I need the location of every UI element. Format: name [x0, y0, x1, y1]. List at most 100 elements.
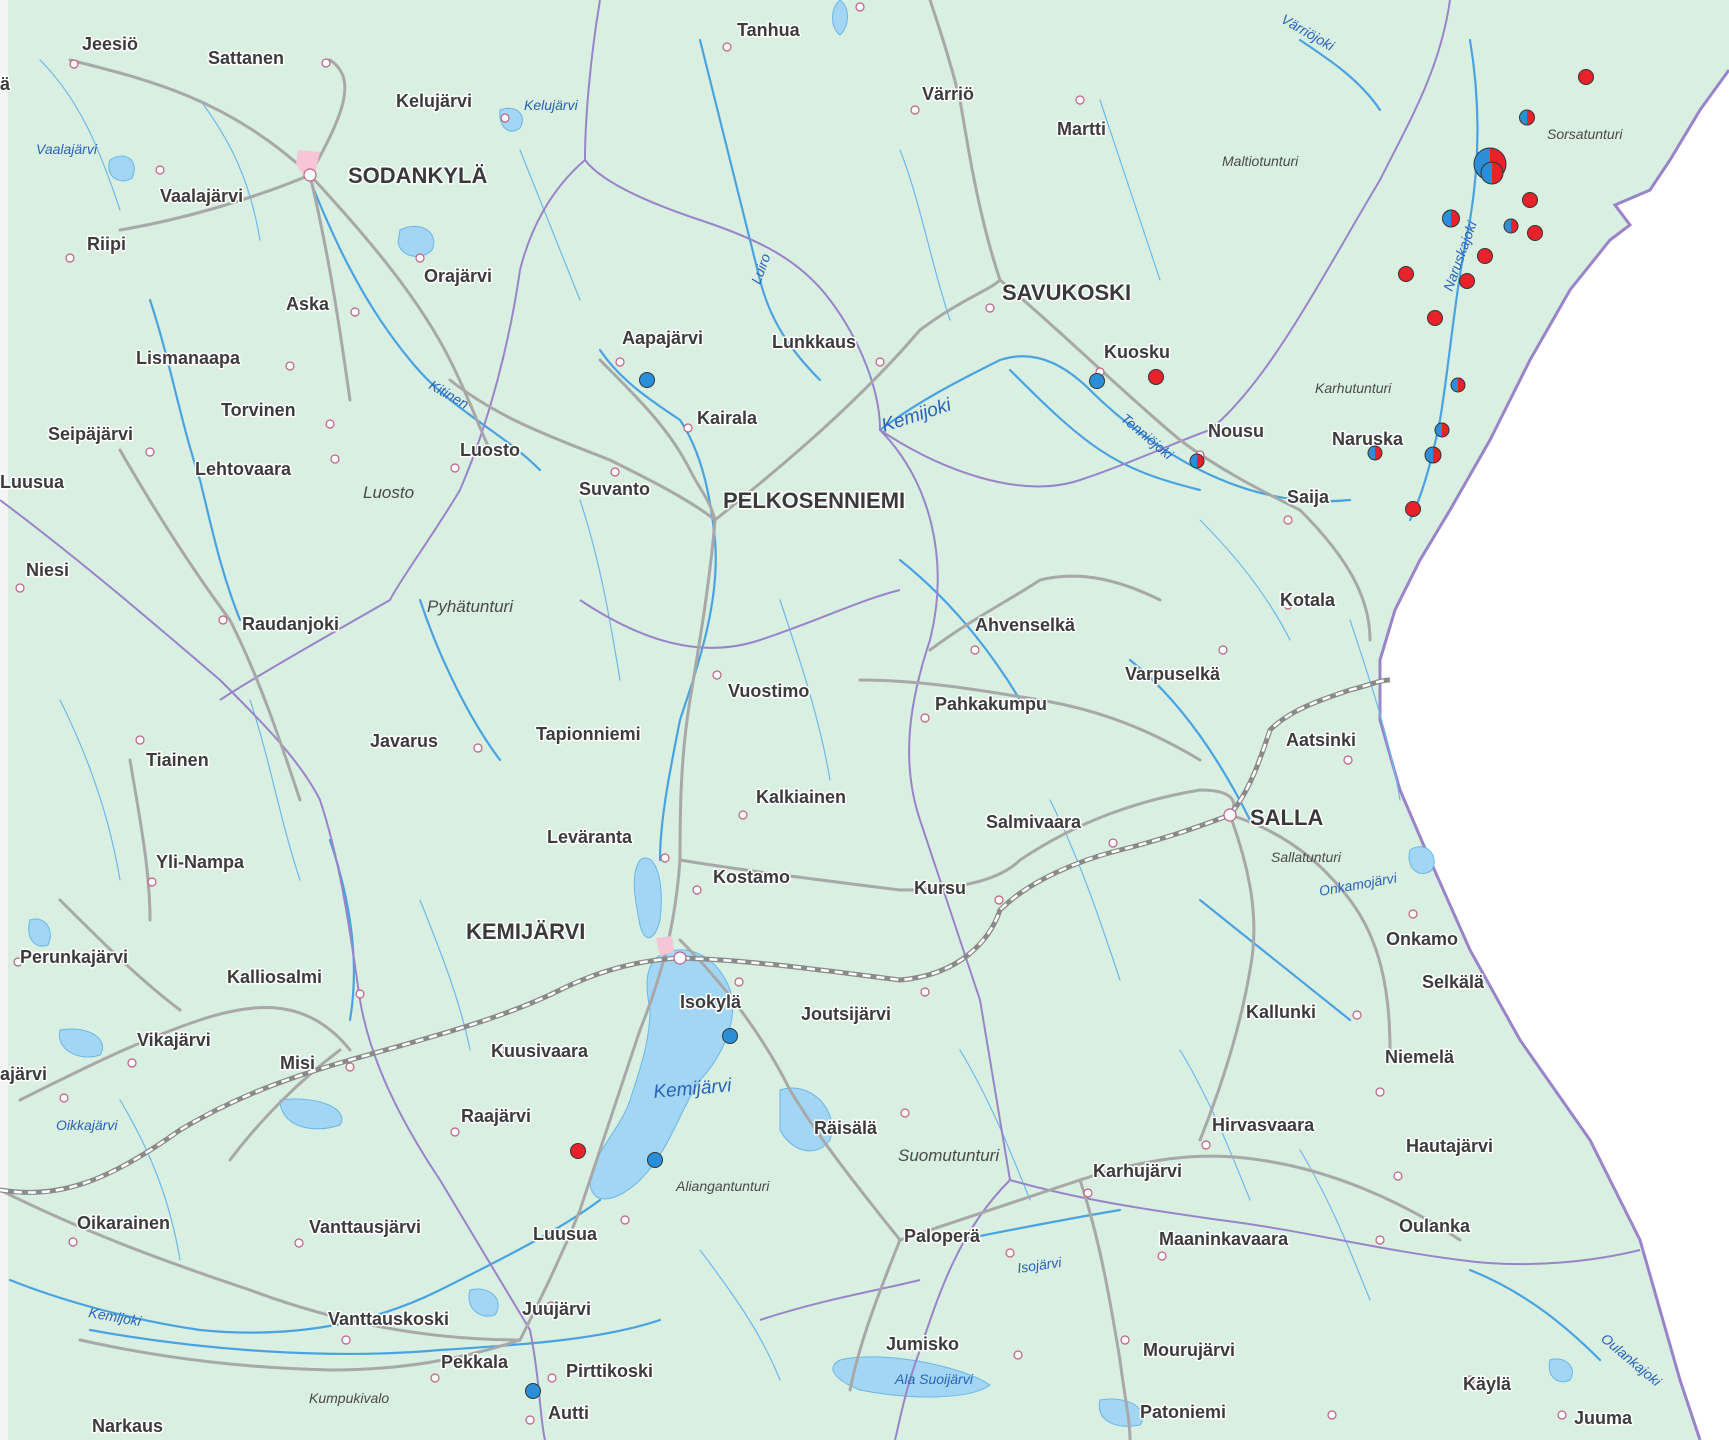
marker-split[interactable] [1434, 422, 1450, 438]
place-label: Kairala [697, 408, 758, 428]
marker-split[interactable] [1519, 109, 1535, 126]
place-label: Selkälä [1422, 972, 1485, 992]
rivers [8, 38, 1602, 1362]
marker-split[interactable] [1450, 377, 1466, 393]
place-label: Pahkakumpu [935, 694, 1047, 714]
place-label: Tapionniemi [536, 724, 641, 744]
place-label: Orajärvi [424, 266, 492, 286]
marker-red[interactable] [1427, 310, 1443, 326]
marker-red[interactable] [1527, 225, 1543, 241]
place-label: Jumisko [886, 1334, 959, 1354]
place-label: Ahvenselkä [975, 615, 1076, 635]
marker-red[interactable] [1405, 501, 1421, 517]
place-label: Räisälä [814, 1118, 878, 1138]
hill-label: Aliangantunturi [675, 1178, 770, 1194]
place-label: Karhujärvi [1093, 1161, 1182, 1181]
place-label: Torvinen [221, 400, 296, 420]
marker-red[interactable] [1578, 69, 1594, 85]
place-label: Vaalajärvi [160, 186, 243, 206]
railway [0, 677, 1391, 1195]
place-label: Kelujärvi [396, 91, 472, 111]
place-label: Maaninkavaara [1159, 1229, 1289, 1249]
marker-red[interactable] [1148, 369, 1164, 385]
place-label: Naruska [1332, 429, 1404, 449]
town-label-salla: SALLA [1250, 805, 1323, 830]
roads [0, 0, 1462, 1440]
place-label: Vikajärvi [137, 1030, 211, 1050]
urban-areas [296, 150, 674, 956]
place-label: Lismanaapa [136, 348, 241, 368]
place-label: Tanhua [737, 20, 801, 40]
marker-split[interactable] [1189, 453, 1205, 469]
hill-label: Maltiotunturi [1222, 153, 1299, 169]
place-label: Oikarainen [77, 1213, 170, 1233]
regional-borders [0, 0, 1641, 1440]
marker-blue[interactable] [647, 1152, 663, 1168]
place-label: Mourujärvi [1143, 1340, 1235, 1360]
marker-blue[interactable] [639, 372, 655, 388]
marker-split[interactable] [1424, 446, 1442, 464]
place-label: Aska [286, 294, 330, 314]
marker-split[interactable] [1442, 209, 1460, 228]
streams [39, 59, 1401, 1381]
place-label: Jeesiö [82, 34, 138, 54]
marker-split-large[interactable] [1473, 147, 1507, 185]
place-label: Raudanjoki [242, 614, 339, 634]
water-label: Vaalajärvi [36, 141, 98, 157]
water-label: Kelujärvi [524, 97, 579, 113]
place-label: Autti [548, 1403, 589, 1423]
marker-red[interactable] [1398, 266, 1414, 282]
marker-blue[interactable] [1089, 373, 1105, 389]
marker-red[interactable] [1522, 192, 1538, 208]
place-label: Suvanto [579, 479, 650, 499]
town-label-sodankyla: SODANKYLÄ [348, 163, 487, 188]
place-label: Martti [1057, 119, 1106, 139]
place-label: Narkaus [92, 1416, 163, 1436]
marker-blue[interactable] [722, 1028, 738, 1044]
hill-label: Sorsatunturi [1547, 126, 1623, 142]
water-label: Ala Suoijärvi [894, 1371, 974, 1387]
village-dots [13, 2, 1567, 1425]
place-label: Niesi [26, 560, 69, 580]
place-label: Kotala [1280, 590, 1336, 610]
marker-red[interactable] [570, 1143, 586, 1159]
place-label: Raajärvi [461, 1106, 531, 1126]
hill-label: Pyhätunturi [427, 597, 514, 616]
marker-split[interactable] [1503, 218, 1519, 234]
place-label: Lehtovaara [195, 459, 292, 479]
hill-label: Karhutunturi [1315, 380, 1392, 396]
place-label: Varpuselkä [1125, 664, 1221, 684]
marker-split[interactable] [1367, 445, 1383, 461]
place-label: Kuusivaara [491, 1041, 589, 1061]
observation-markers[interactable] [525, 69, 1594, 1399]
town-labels: SODANKYLÄ SAVUKOSKI PELKOSENNIEMI SALLA … [347, 162, 1325, 946]
marker-red[interactable] [1477, 248, 1493, 264]
place-label: Saija [1287, 487, 1330, 507]
place-label: Kalliosalmi [227, 967, 322, 987]
place-label: Paloperä [904, 1226, 981, 1246]
place-label: Kuosku [1104, 342, 1170, 362]
marker-red[interactable] [1459, 273, 1475, 289]
marker-blue[interactable] [525, 1383, 541, 1399]
place-labels: Jeesiö Sattanen Tanhua Värriö Martti Kel… [0, 19, 1635, 1438]
hill-label: Kumpukivalo [309, 1390, 389, 1406]
place-label: Lunkkaus [772, 332, 856, 352]
foreign-area [1380, 0, 1729, 1440]
place-label: Riipi [87, 234, 126, 254]
place-label: Javarus [370, 731, 438, 751]
place-label: Vanttausjärvi [309, 1217, 421, 1237]
place-label: Värriö [922, 84, 974, 104]
town-label-pelkosenniemi: PELKOSENNIEMI [723, 488, 905, 513]
place-label: Leväranta [547, 827, 633, 847]
place-label: Vanttauskoski [328, 1309, 449, 1329]
place-label: Kursu [914, 878, 966, 898]
place-label: Kostamo [713, 867, 790, 887]
place-label: Luusua [533, 1224, 598, 1244]
place-label: Salmivaara [986, 812, 1082, 832]
place-label: Seipäjärvi [48, 424, 133, 444]
place-label: Pirttikoski [566, 1361, 653, 1381]
place-label: Nousu [1208, 421, 1264, 441]
place-label: Juujärvi [522, 1299, 591, 1319]
